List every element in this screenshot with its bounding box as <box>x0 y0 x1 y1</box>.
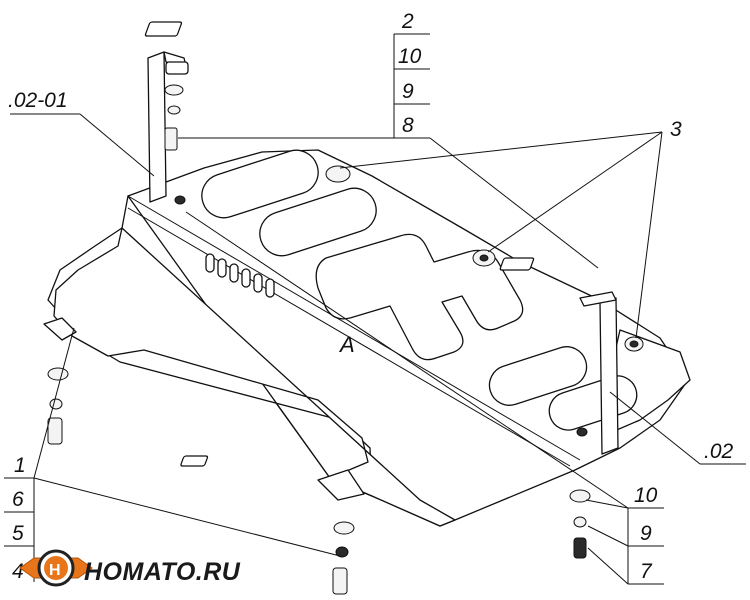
hardware-right <box>569 489 591 559</box>
callout-9-bottom: 9 <box>640 522 652 545</box>
skid-plate: A <box>43 149 691 527</box>
callout-10-bottom: 10 <box>634 484 658 507</box>
vent-slots <box>205 253 275 298</box>
callout-3: 3 <box>670 118 682 141</box>
callout-1: 1 <box>14 454 26 477</box>
brand-emblem-icon: H <box>19 549 93 587</box>
brand-emblem-letter: H <box>49 562 61 579</box>
bracket-02 <box>499 257 619 455</box>
mount-bosses <box>174 165 644 437</box>
callout-6: 6 <box>12 488 24 511</box>
stamped-ribs <box>201 149 638 431</box>
callout-10-top: 10 <box>398 45 422 68</box>
brand-name: HOMATO.RU <box>84 558 241 586</box>
callout-9-top: 9 <box>402 80 414 103</box>
callout-02-01: .02-01 <box>8 89 68 112</box>
hardware-left <box>47 367 69 445</box>
plate-mark: A <box>338 332 355 357</box>
callout-02: .02 <box>704 440 734 463</box>
brand-logo: H HOMATO.RU <box>19 549 241 587</box>
leader-lines <box>4 33 746 585</box>
hardware-center <box>180 455 355 595</box>
callout-2: 2 <box>401 10 414 33</box>
callout-8: 8 <box>402 114 414 137</box>
callout-4: 4 <box>12 560 24 583</box>
callout-5: 5 <box>12 522 24 545</box>
bracket-02-01 <box>144 21 189 203</box>
callout-7: 7 <box>640 560 653 583</box>
